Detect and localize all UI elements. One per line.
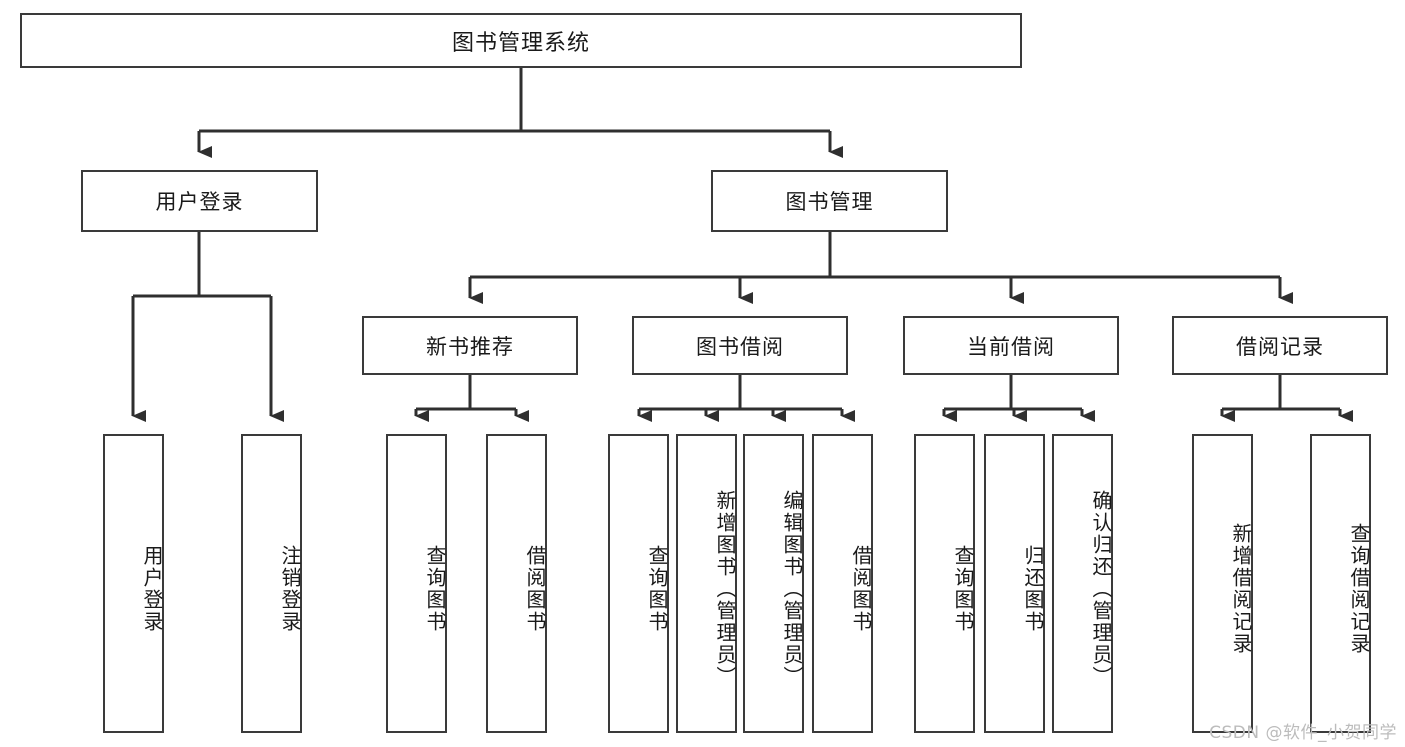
- leaf-user-login[interactable]: 用户登录: [103, 434, 164, 733]
- node-user-login[interactable]: 用户登录: [81, 170, 318, 232]
- node-borrow-record[interactable]: 借阅记录: [1172, 316, 1388, 375]
- leaf-label: 用户登录: [140, 544, 164, 633]
- leaf-logout-login[interactable]: 注销登录: [241, 434, 302, 733]
- leaf-label: 确认归还（管理员）: [1089, 489, 1113, 688]
- leaf-query-book-recommend[interactable]: 查询图书: [386, 434, 447, 733]
- leaf-edit-book-admin[interactable]: 编辑图书（管理员）: [743, 434, 804, 733]
- leaf-return-book[interactable]: 归还图书: [984, 434, 1045, 733]
- leaf-label: 查询图书: [423, 544, 447, 633]
- leaf-add-borrow-record[interactable]: 新增借阅记录: [1192, 434, 1253, 733]
- node-new-book-recommend[interactable]: 新书推荐: [362, 316, 578, 375]
- node-current-borrow[interactable]: 当前借阅: [903, 316, 1119, 375]
- node-root-book-management-system[interactable]: 图书管理系统: [20, 13, 1022, 68]
- leaf-borrow-book-recommend[interactable]: 借阅图书: [486, 434, 547, 733]
- leaf-label: 查询图书: [951, 544, 975, 633]
- leaf-confirm-return-admin[interactable]: 确认归还（管理员）: [1052, 434, 1113, 733]
- watermark-text: CSDN @软件_小贺同学: [1209, 723, 1397, 743]
- leaf-query-book-borrow[interactable]: 查询图书: [608, 434, 669, 733]
- leaf-label: 新增借阅记录: [1229, 522, 1253, 655]
- leaf-label: 新增图书（管理员）: [713, 489, 737, 688]
- leaf-label: 借阅图书: [523, 544, 547, 633]
- leaf-borrow-book[interactable]: 借阅图书: [812, 434, 873, 733]
- leaf-label: 注销登录: [278, 544, 302, 633]
- leaf-label: 归还图书: [1021, 544, 1045, 633]
- leaf-label: 查询图书: [645, 544, 669, 633]
- leaf-add-book-admin[interactable]: 新增图书（管理员）: [676, 434, 737, 733]
- leaf-label: 查询借阅记录: [1347, 522, 1371, 655]
- leaf-query-book-current[interactable]: 查询图书: [914, 434, 975, 733]
- node-book-management[interactable]: 图书管理: [711, 170, 948, 232]
- leaf-query-borrow-record[interactable]: 查询借阅记录: [1310, 434, 1371, 733]
- node-book-borrow[interactable]: 图书借阅: [632, 316, 848, 375]
- leaf-label: 借阅图书: [849, 544, 873, 633]
- leaf-label: 编辑图书（管理员）: [780, 489, 804, 688]
